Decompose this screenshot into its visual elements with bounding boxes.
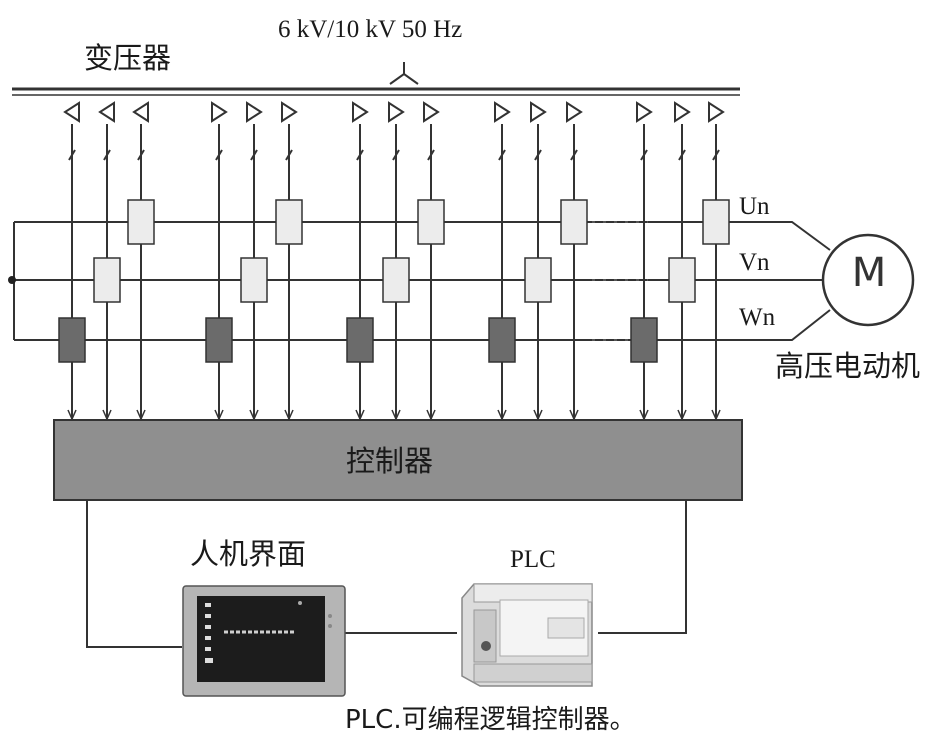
- feeder-switch-mark: [68, 149, 76, 161]
- motor-feed-lines: [738, 221, 831, 341]
- power-cell-w: [58, 317, 86, 363]
- feeder-switch-mark: [285, 149, 293, 161]
- power-cell-w: [346, 317, 374, 363]
- neutral-star-point: [8, 276, 16, 284]
- feeder-switch-mark: [534, 149, 542, 161]
- feeder-switch-mark: [640, 149, 648, 161]
- feeder-switch-mark: [356, 149, 364, 161]
- secondary-winding-icon: [246, 101, 263, 123]
- secondary-winding-icon: [636, 101, 653, 123]
- secondary-winding-icon: [281, 101, 298, 123]
- motor-circle: [821, 233, 915, 327]
- power-cell-w: [488, 317, 516, 363]
- secondary-winding-icon: [423, 101, 440, 123]
- feeder-switch-mark: [712, 149, 720, 161]
- plc-label: PLC: [510, 546, 556, 573]
- power-cells: [58, 199, 730, 363]
- feeder-switch-mark: [427, 149, 435, 161]
- motor-symbol: M: [851, 250, 887, 296]
- feeder-switch-mark: [678, 149, 686, 161]
- secondary-winding-icon: [211, 101, 228, 123]
- controller-label: 控制器: [346, 444, 434, 478]
- transformer-label: 变压器: [84, 41, 172, 75]
- secondary-winding-icon: [674, 101, 691, 123]
- secondary-winding-icon: [388, 101, 405, 123]
- secondary-winding-icon: [494, 101, 511, 123]
- power-cell-u: [560, 199, 588, 245]
- feeder-switch-mark: [570, 149, 578, 161]
- secondary-winding-icon: [63, 101, 80, 123]
- figure-caption: PLC.可编程逻辑控制器。: [345, 705, 636, 735]
- controller-box: [53, 419, 743, 501]
- power-cell-v: [240, 257, 268, 303]
- supply-voltage-label: 6 kV/10 kV 50 Hz: [278, 16, 463, 43]
- feeder-switch-mark: [215, 149, 223, 161]
- feeder-switch-mark: [392, 149, 400, 161]
- controller-to-hmi-wire: [86, 500, 182, 648]
- power-cell-v: [382, 257, 410, 303]
- hmi-label: 人机界面: [190, 537, 307, 571]
- secondary-winding-icon: [530, 101, 547, 123]
- power-cell-v: [524, 257, 552, 303]
- power-cell-u: [702, 199, 730, 245]
- secondary-winding-icon: [352, 101, 369, 123]
- feeder-switch-mark: [498, 149, 506, 161]
- secondary-winding-icon: [708, 101, 725, 123]
- transformer-secondaries: [63, 101, 725, 123]
- power-cell-w: [205, 317, 233, 363]
- hmi-terminal: [182, 585, 346, 697]
- plc-module: [461, 583, 593, 687]
- feeder-switch-mark: [103, 149, 111, 161]
- phase-v-label: Vn: [739, 249, 770, 276]
- transformer-primary-symbol: [389, 62, 419, 85]
- secondary-winding-icon: [566, 101, 583, 123]
- secondary-winding-icon: [98, 101, 115, 123]
- phase-u-label: Un: [739, 193, 770, 220]
- feeder-switch-mark: [137, 149, 145, 161]
- phase-w-label: Wn: [739, 304, 776, 331]
- power-cell-u: [127, 199, 155, 245]
- power-cell-u: [275, 199, 303, 245]
- power-cell-w: [630, 317, 658, 363]
- motor-label: 高压电动机: [775, 349, 921, 383]
- power-cell-u: [417, 199, 445, 245]
- power-cell-v: [93, 257, 121, 303]
- secondary-winding-icon: [132, 101, 149, 123]
- plc-to-controller-wire: [598, 500, 687, 634]
- feeder-switch-mark: [250, 149, 258, 161]
- power-cell-v: [668, 257, 696, 303]
